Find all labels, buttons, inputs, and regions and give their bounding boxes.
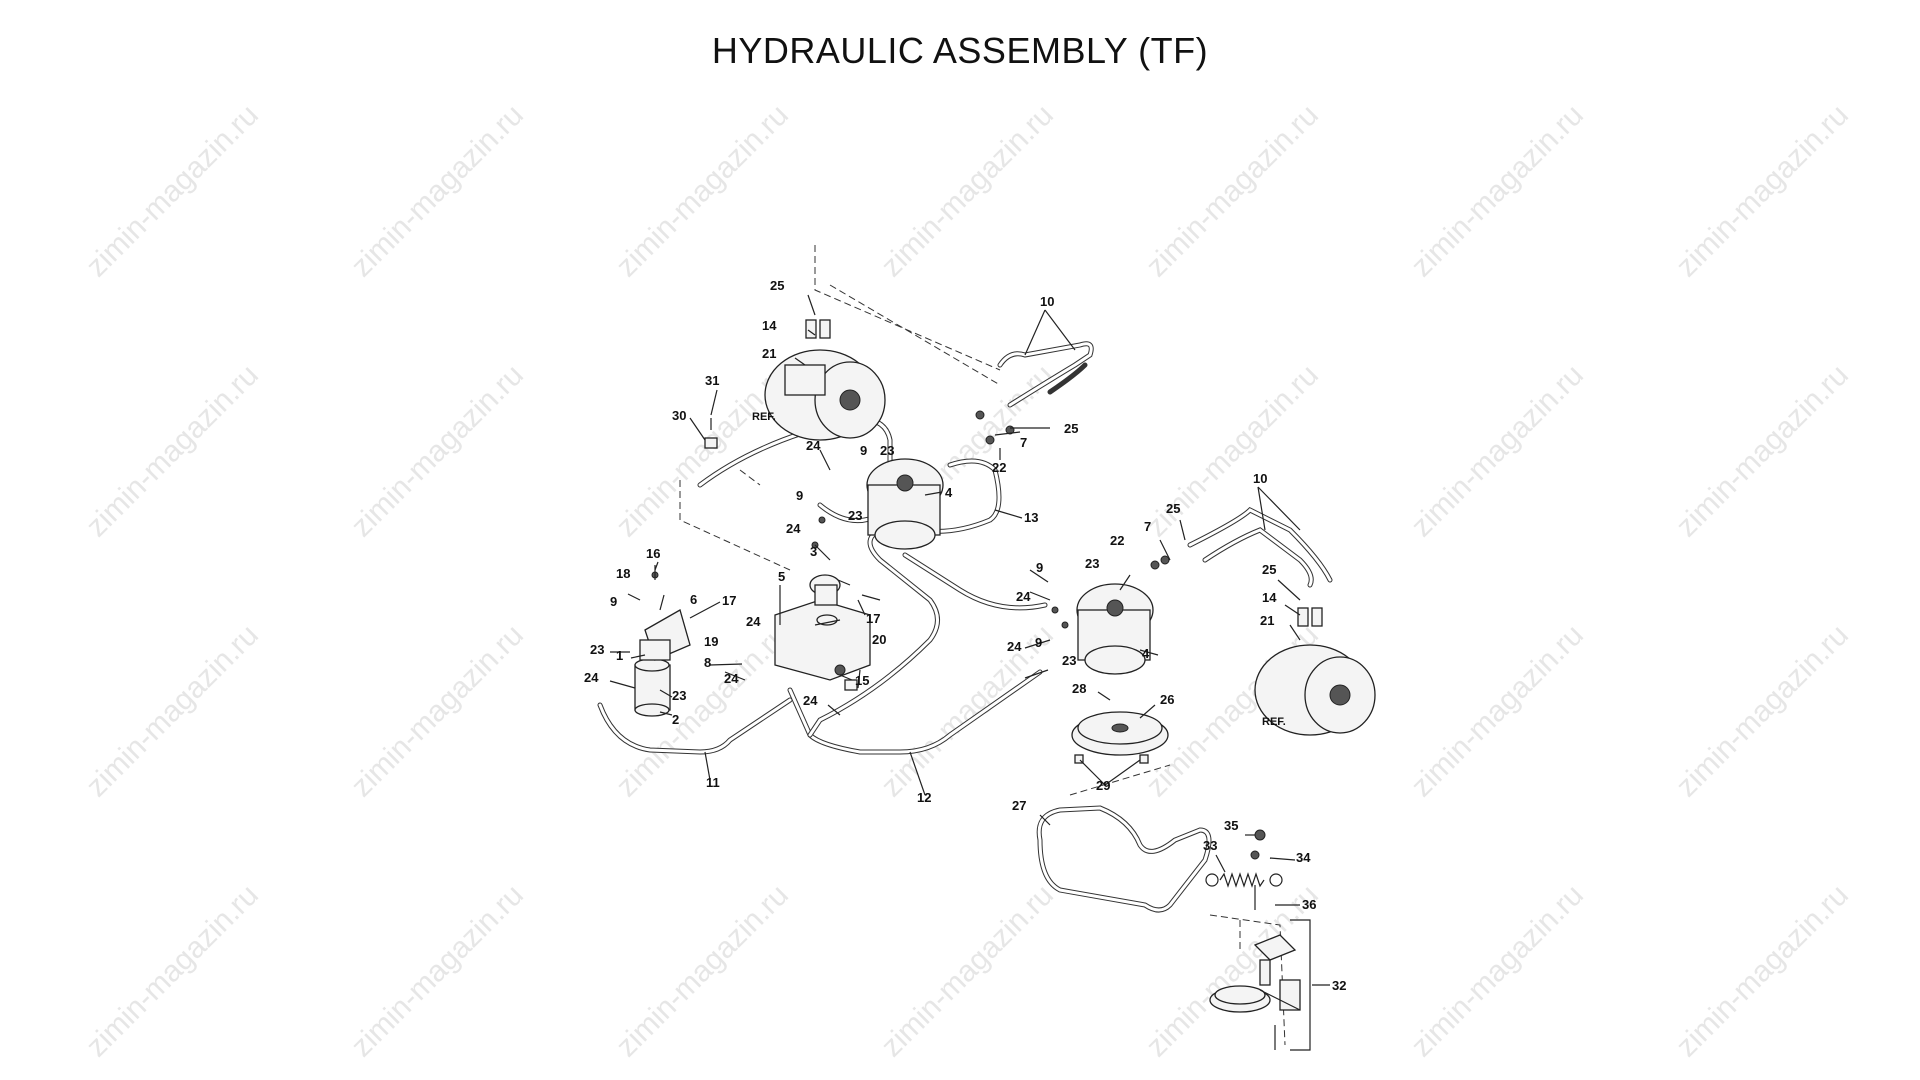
pump-left	[866, 458, 944, 550]
fitting-14-right	[1297, 607, 1323, 627]
tension-spring	[1205, 872, 1283, 888]
label-17: 17	[866, 611, 880, 626]
pulley	[1071, 711, 1169, 756]
leader-lines	[609, 294, 1330, 986]
label-36: 36	[1302, 897, 1316, 912]
callout-labels: 25 14 21 REF. 31 30 10 25 7 22 24 9 23 9…	[584, 278, 1346, 993]
oil-filter	[634, 658, 671, 717]
label-24: 24	[806, 438, 821, 453]
ref-label-right: REF.	[1262, 716, 1286, 728]
hose-11	[597, 697, 793, 755]
label-10: 10	[1253, 471, 1267, 486]
label-25: 25	[1064, 421, 1078, 436]
label-16: 16	[646, 546, 660, 561]
label-25: 25	[770, 278, 784, 293]
hose-12	[787, 669, 1043, 755]
wheel-motor-right	[1254, 644, 1376, 736]
label-3: 3	[810, 544, 817, 559]
wheel-motor-left	[764, 349, 886, 441]
label-12: 12	[917, 790, 931, 805]
label-24: 24	[803, 693, 818, 708]
label-23: 23	[848, 508, 862, 523]
label-13: 13	[1024, 510, 1038, 525]
idler-arm-assembly	[1209, 934, 1301, 1050]
hose-return	[807, 517, 940, 738]
label-23: 23	[672, 688, 686, 703]
hose-13	[817, 458, 1002, 534]
label-9: 9	[796, 488, 803, 503]
label-21: 21	[1260, 613, 1274, 628]
label-23: 23	[880, 443, 894, 458]
label-1: 1	[616, 648, 623, 663]
label-23: 23	[1085, 556, 1099, 571]
label-18: 18	[616, 566, 630, 581]
label-29: 29	[1096, 778, 1110, 793]
label-26: 26	[1160, 692, 1174, 707]
label-22: 22	[992, 460, 1006, 475]
label-8: 8	[704, 655, 711, 670]
label-14: 14	[762, 318, 777, 333]
page-title: HYDRAULIC ASSEMBLY (TF)	[711, 30, 1209, 71]
label-23: 23	[1062, 653, 1076, 668]
hose-10-top	[997, 341, 1094, 408]
label-4: 4	[945, 485, 953, 500]
label-9: 9	[1035, 635, 1042, 650]
label-14: 14	[1262, 590, 1277, 605]
label-2: 2	[672, 712, 679, 727]
label-31: 31	[705, 373, 719, 388]
label-35: 35	[1224, 818, 1238, 833]
ref-label-left: REF.	[752, 411, 776, 423]
label-7: 7	[1020, 435, 1027, 450]
label-23: 23	[590, 642, 604, 657]
label-21: 21	[762, 346, 776, 361]
label-34: 34	[1296, 850, 1311, 865]
label-22: 22	[1110, 533, 1124, 548]
label-24: 24	[1007, 639, 1022, 654]
label-9: 9	[610, 594, 617, 609]
bracket-32	[1290, 919, 1311, 1051]
filter-bracket	[639, 609, 691, 661]
label-32: 32	[1332, 978, 1346, 993]
hose-center	[902, 552, 1048, 611]
label-25: 25	[1166, 501, 1180, 516]
label-15: 15	[855, 673, 869, 688]
label-24: 24	[786, 521, 801, 536]
pump-right	[1076, 583, 1154, 675]
label-4: 4	[1142, 646, 1150, 661]
label-6: 6	[690, 592, 697, 607]
label-9: 9	[1036, 560, 1043, 575]
label-24: 24	[584, 670, 599, 685]
small-hardware	[651, 410, 1266, 910]
label-24: 24	[1016, 589, 1031, 604]
label-20: 20	[872, 632, 886, 647]
label-24: 24	[724, 671, 739, 686]
label-30: 30	[672, 408, 686, 423]
alignment-lines	[679, 245, 1286, 1046]
label-10: 10	[1040, 294, 1054, 309]
label-17: 17	[722, 593, 736, 608]
label-9: 9	[860, 443, 867, 458]
label-24: 24	[746, 614, 761, 629]
label-19: 19	[704, 634, 718, 649]
reservoir-tank	[774, 574, 871, 681]
drive-belt	[1036, 805, 1212, 913]
hose-10-right	[1187, 506, 1333, 588]
label-5: 5	[778, 569, 785, 584]
label-28: 28	[1072, 681, 1086, 696]
label-11: 11	[706, 775, 720, 790]
label-7: 7	[1144, 519, 1151, 534]
fitting-14-left	[805, 319, 831, 339]
label-33: 33	[1203, 838, 1217, 853]
label-27: 27	[1012, 798, 1026, 813]
label-25: 25	[1262, 562, 1276, 577]
